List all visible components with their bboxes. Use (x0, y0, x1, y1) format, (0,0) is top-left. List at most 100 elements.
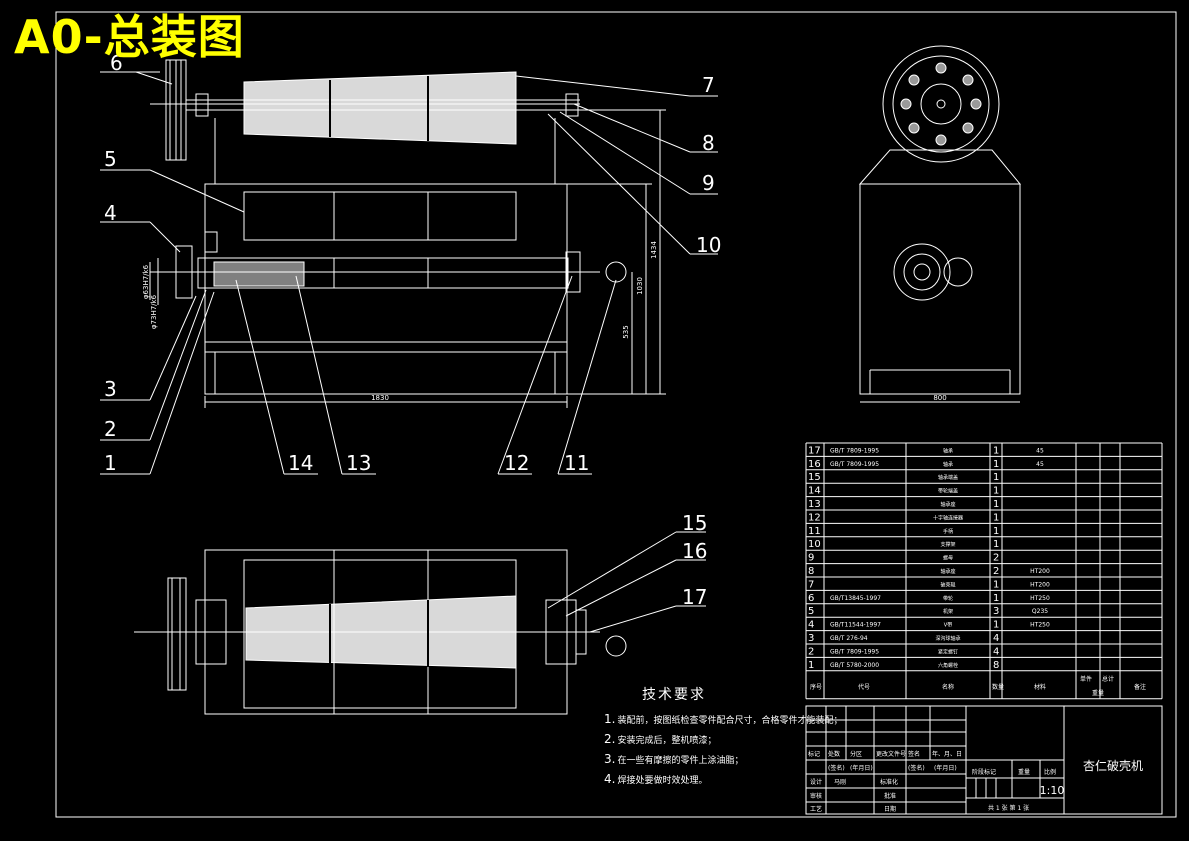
bom-no: 8 (808, 566, 814, 577)
bom-name: 深沟球轴承 (935, 635, 960, 642)
bom-header-qty: 数量 (992, 683, 1004, 691)
bom-header-remark: 备注 (1134, 683, 1146, 691)
bom-qty: 1 (993, 579, 999, 590)
bom-qty: 8 (993, 660, 999, 671)
top-view (134, 549, 627, 715)
sig-role-1: 审核 (810, 792, 822, 800)
callout-leaders (100, 71, 718, 633)
bom-no: 5 (808, 606, 814, 617)
rev-label-1: 处数 (828, 750, 840, 758)
tech-item-num: 2. (604, 732, 616, 746)
bom-name: V带 (944, 623, 952, 629)
bom-name: 螺母 (943, 555, 953, 562)
tech-heading: 技术要求 (642, 687, 706, 703)
bom-code: GB/T11544-1997 (830, 622, 881, 629)
sig-std-1: 批准 (884, 792, 896, 800)
sign-label-2: (签名) (908, 764, 925, 772)
bom-header-code: 代号 (858, 683, 870, 691)
date-label-2: (年月日) (934, 764, 957, 772)
bom-material: HT200 (1030, 568, 1050, 575)
scale-label: 比例 (1044, 768, 1056, 776)
bom-no: 15 (808, 472, 821, 483)
bom-no: 11 (808, 526, 821, 537)
bom-name: 轴承端盖 (938, 474, 958, 481)
sig-std-0: 标准化 (880, 778, 898, 786)
bom-name: 紧定螺钉 (938, 648, 958, 655)
dim-height-mid: 1030 (636, 277, 644, 295)
bom-no: 9 (808, 553, 814, 564)
callout-2: 2 (104, 417, 117, 441)
side-view (858, 45, 1022, 403)
bom-no: 12 (808, 512, 821, 523)
bom-name: 轴承 (943, 461, 953, 468)
dim-fit-1: φ63H7/k6 (142, 264, 150, 299)
callout-4: 4 (104, 201, 117, 225)
tech-item-text: 焊接处要做时效处理。 (617, 776, 708, 786)
bom-qty: 3 (993, 606, 999, 617)
bom-header-total: 总计 (1102, 675, 1114, 683)
bom-code: GB/T13845-1997 (830, 595, 881, 602)
bom-no: 3 (808, 633, 814, 644)
weight-label: 重量 (1018, 768, 1030, 776)
sig-role-2: 工艺 (810, 805, 822, 813)
tech-item-num: 4. (604, 772, 616, 786)
callout-14: 14 (288, 451, 313, 475)
bom-qty: 1 (993, 499, 999, 510)
sig-name-0: 马刚 (834, 778, 846, 786)
bom-name: 带轮端盖 (938, 488, 958, 495)
callout-11: 11 (564, 451, 589, 475)
tech-item-num: 1. (604, 712, 616, 726)
rev-label-2: 分区 (850, 750, 862, 758)
drawing-frame (55, 11, 1177, 818)
bom-no: 1 (808, 660, 814, 671)
callout-6: 6 (110, 51, 123, 75)
bom-header-name: 名称 (942, 683, 954, 691)
bom-qty: 1 (993, 593, 999, 604)
rev-label-4: 签名 (908, 750, 920, 758)
bom-code: GB/T 7809-1995 (830, 648, 879, 655)
callout-10: 10 (696, 233, 721, 257)
tech-item-text: 在一些有摩擦的零件上涂油脂； (617, 756, 744, 766)
sig-std-2: 日期 (884, 805, 896, 813)
bom-material: HT250 (1030, 595, 1050, 602)
bom-name: 支撑架 (940, 541, 955, 548)
bom-header-no: 序号 (810, 683, 822, 691)
callout-9: 9 (702, 171, 715, 195)
scale-value: 1:10 (1040, 784, 1065, 797)
callout-7: 7 (702, 73, 715, 97)
callout-1: 1 (104, 451, 117, 475)
bom-header-single: 单件 (1080, 675, 1092, 683)
dim-height-total: 1434 (650, 241, 658, 259)
bom-name: 破壳辊 (940, 581, 955, 588)
callout-labels: 1 2 3 4 5 6 7 8 9 10 11 12 13 14 15 16 1… (104, 51, 721, 609)
bom-material: HT250 (1030, 622, 1050, 629)
bom-name: 轴承 (943, 447, 953, 454)
callout-3: 3 (104, 377, 117, 401)
bom-qty: 2 (993, 566, 999, 577)
tech-item: 3.在一些有摩擦的零件上涂油脂； (604, 750, 842, 770)
bom-name: 带轮 (943, 595, 953, 602)
bom-material: 45 (1036, 447, 1044, 454)
front-view (149, 59, 666, 408)
bom-code: GB/T 5780-2000 (830, 662, 879, 669)
bom-name: 手柄 (943, 528, 953, 535)
sig-role-0: 设计 (810, 778, 822, 786)
callout-13: 13 (346, 451, 371, 475)
date-label-1: (年月日) (850, 764, 873, 772)
bom-qty: 2 (993, 553, 999, 564)
rev-label-5: 年、月、日 (932, 750, 962, 758)
bom-qty: 1 (993, 512, 999, 523)
bom-name: 六角螺栓 (938, 662, 958, 669)
callout-12: 12 (504, 451, 529, 475)
tech-item: 2.安装完成后，整机喷漆； (604, 730, 842, 750)
title-block (805, 705, 1163, 815)
callout-5: 5 (104, 147, 117, 171)
bom-qty: 4 (993, 633, 999, 644)
rev-label-3: 更改文件号 (876, 750, 906, 758)
title-block-text: 标记 处数 分区 更改文件号 签名 年、月、日 (签名) (年月日) (签名) … (808, 750, 1056, 813)
bom-no: 7 (808, 579, 814, 590)
tech-item: 1.装配前，按图纸检查零件配合尺寸，合格零件才能装配； (604, 710, 842, 730)
sheet-title: A0-总装图 (14, 10, 245, 64)
bom-qty: 1 (993, 472, 999, 483)
tech-item: 4.焊接处要做时效处理。 (604, 770, 842, 790)
